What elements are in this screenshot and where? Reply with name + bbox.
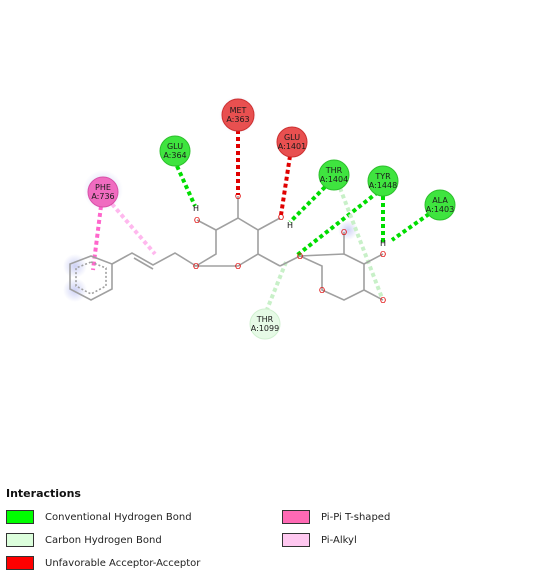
legend-item-unfavorable: Unfavorable Acceptor-Acceptor <box>6 555 200 571</box>
legend-item-pipi: Pi-Pi T-shaped <box>282 509 390 525</box>
svg-text:A:1099: A:1099 <box>251 324 279 333</box>
legend-label: Conventional Hydrogen Bond <box>45 511 192 523</box>
legend-swatch <box>282 533 310 547</box>
svg-text:THR: THR <box>325 166 343 175</box>
svg-text:A:1403: A:1403 <box>426 205 454 214</box>
svg-text:GLU: GLU <box>167 142 183 151</box>
interaction-thr1404-carbon <box>338 187 384 299</box>
residue-thr1404: THR A:1404 <box>318 159 350 191</box>
residue-glu1401: GLU A:1401 <box>276 126 308 158</box>
svg-text:GLU: GLU <box>284 133 300 142</box>
oxygen-atom: O <box>380 296 386 305</box>
oxygen-atom: O <box>297 252 303 261</box>
svg-text:A:1404: A:1404 <box>320 175 348 184</box>
interaction-phe736-pipi <box>91 205 103 271</box>
svg-text:A:736: A:736 <box>91 192 114 201</box>
svg-text:A:363: A:363 <box>226 115 249 124</box>
legend-label: Pi-Pi T-shaped <box>321 511 391 523</box>
residue-met363: MET A:363 <box>221 98 255 132</box>
oxygen-atom: O <box>278 213 284 222</box>
legend-item-carbon: Carbon Hydrogen Bond <box>6 532 162 548</box>
oxygen-atom: O <box>235 192 241 201</box>
legend-label: Carbon Hydrogen Bond <box>45 534 162 546</box>
legend-swatch <box>6 556 34 570</box>
svg-text:TYR: TYR <box>374 172 391 181</box>
legend-item-conventional: Conventional Hydrogen Bond <box>6 509 192 525</box>
oxygen-atom: O <box>235 262 241 271</box>
legend-title: Interactions <box>6 487 81 500</box>
residues: MET A:363 GLU A:364 GLU A:1401 THR A:140… <box>87 98 456 340</box>
svg-text:A:364: A:364 <box>163 151 186 160</box>
interaction-glu364 <box>175 165 197 207</box>
interaction-tyr1448-a <box>294 190 380 258</box>
interaction-ala1403 <box>390 212 431 242</box>
legend-label: Unfavorable Acceptor-Acceptor <box>45 557 201 569</box>
ligand-bonds <box>69 196 384 301</box>
svg-text:A:1401: A:1401 <box>278 142 306 151</box>
oxygen-atom: O <box>341 228 347 237</box>
svg-text:PHE: PHE <box>95 183 111 192</box>
oxygen-atom: O <box>319 286 325 295</box>
residue-ala1403: ALA A:1403 <box>424 189 456 221</box>
legend: Interactions Conventional Hydrogen Bond … <box>6 487 546 582</box>
svg-text:MET: MET <box>230 106 247 115</box>
interaction-lines <box>91 130 431 313</box>
legend-item-pialkyl: Pi-Alkyl <box>282 532 357 548</box>
svg-text:THR: THR <box>256 315 274 324</box>
interaction-glu1401 <box>279 155 292 216</box>
hydrogen-atom: H <box>287 221 293 230</box>
interaction-thr1404 <box>288 185 327 224</box>
legend-label: Pi-Alkyl <box>321 534 357 546</box>
hydrogen-atom: H <box>380 239 386 248</box>
svg-text:A:1448: A:1448 <box>369 181 397 190</box>
svg-text:ALA: ALA <box>432 196 448 205</box>
legend-swatch <box>282 510 310 524</box>
legend-swatch <box>6 510 34 524</box>
oxygen-atom: O <box>380 250 386 259</box>
interaction-phe736-pialkyl <box>110 202 157 256</box>
residue-phe736: PHE A:736 <box>87 176 119 208</box>
interaction-thr1099 <box>264 261 288 313</box>
residue-tyr1448: TYR A:1448 <box>367 165 399 197</box>
ligand-atoms: O H O O H O O O O O O H O <box>193 192 386 305</box>
hydrogen-atom: H <box>193 204 199 213</box>
oxygen-atom: O <box>194 216 200 225</box>
oxygen-atom: O <box>193 262 199 271</box>
legend-swatch <box>6 533 34 547</box>
residue-glu364: GLU A:364 <box>159 135 191 167</box>
residue-thr1099: THR A:1099 <box>249 308 281 340</box>
